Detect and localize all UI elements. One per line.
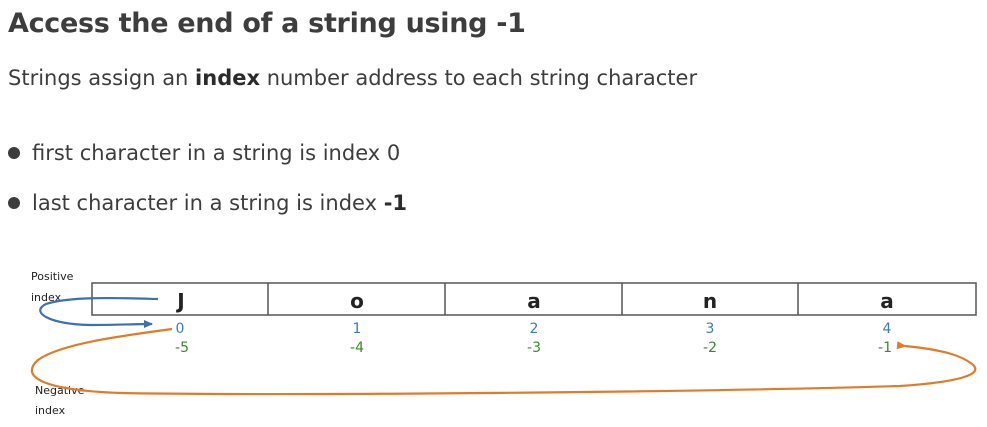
- negative-label-line1: Negative: [35, 384, 85, 397]
- bullet-dot-icon: [8, 197, 20, 209]
- page-heading: Access the end of a string using -1: [8, 8, 526, 39]
- positive-index-value: 4: [883, 321, 892, 337]
- intro-text-after: number address to each string character: [260, 66, 698, 90]
- positive-index-value: 2: [530, 321, 539, 337]
- string-character: J: [175, 289, 184, 313]
- intro-paragraph: Strings assign an index number address t…: [8, 66, 697, 90]
- table-border: [91, 282, 977, 316]
- positive-label-line1: Positive: [31, 270, 74, 283]
- bullet-text: first character in a string is index 0: [32, 141, 401, 165]
- string-index-diagram: Positive index Negative index J o a n a …: [30, 270, 977, 417]
- bullet-bold-value: -1: [383, 191, 408, 215]
- bullet-text: last character in a string is index: [32, 191, 384, 215]
- bullet-list: first character in a string is index 0 l…: [8, 132, 407, 232]
- intro-text-before: Strings assign an: [8, 66, 196, 90]
- negative-index-arrow-icon: [30, 327, 977, 396]
- string-character: o: [350, 289, 364, 313]
- positive-index-value: 0: [176, 321, 185, 337]
- positive-index-arrow-icon: [39, 296, 159, 329]
- string-character: a: [527, 289, 541, 313]
- positive-index-value: 1: [353, 321, 362, 337]
- negative-index-value: -2: [703, 340, 717, 356]
- negative-index-value: -3: [527, 340, 541, 356]
- bullet-item-last: last character in a string is index -1: [8, 182, 407, 232]
- negative-label-line2: index: [35, 404, 66, 417]
- string-character: a: [880, 289, 894, 313]
- character-table: J o a n a: [91, 282, 977, 316]
- intro-bold-term: index: [195, 66, 261, 90]
- negative-index-value: -5: [175, 340, 189, 356]
- positive-index-value: 3: [706, 321, 715, 337]
- positive-label-line2: index: [31, 291, 62, 304]
- bullet-item-first: first character in a string is index 0: [8, 132, 407, 182]
- negative-index-value: -1: [878, 340, 892, 356]
- negative-index-value: -4: [350, 340, 364, 356]
- string-character: n: [703, 289, 717, 313]
- bullet-dot-icon: [8, 147, 20, 159]
